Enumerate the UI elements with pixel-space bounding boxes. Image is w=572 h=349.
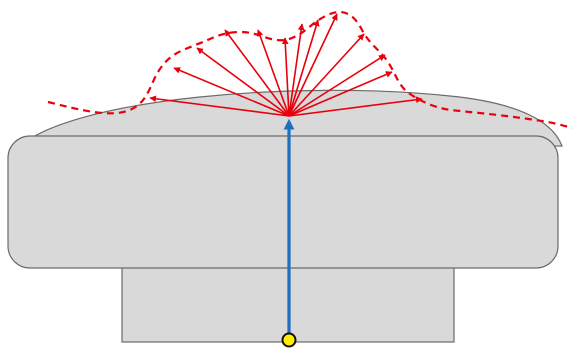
scattered-ray-arrow xyxy=(288,13,338,117)
scattered-ray-arrow xyxy=(288,71,393,117)
scattered-ray-arrow xyxy=(288,23,305,117)
scattered-ray-arrow xyxy=(196,47,290,117)
scattered-ray-arrow xyxy=(256,29,290,117)
scattered-ray-arrow xyxy=(224,29,290,117)
scattered-ray-arrow xyxy=(173,67,290,117)
scattered-ray-arrow xyxy=(149,95,290,117)
scattered-ray-arrow xyxy=(288,33,365,117)
source-point xyxy=(281,332,297,348)
scattered-ray-arrow xyxy=(288,19,320,117)
scattered-ray-arrow xyxy=(288,96,423,117)
scattered-ray-arrow xyxy=(288,54,386,117)
main-body xyxy=(7,135,559,269)
scattering-envelope xyxy=(47,10,572,130)
scattered-ray-arrow xyxy=(281,37,290,117)
scattered-rays xyxy=(149,13,423,117)
